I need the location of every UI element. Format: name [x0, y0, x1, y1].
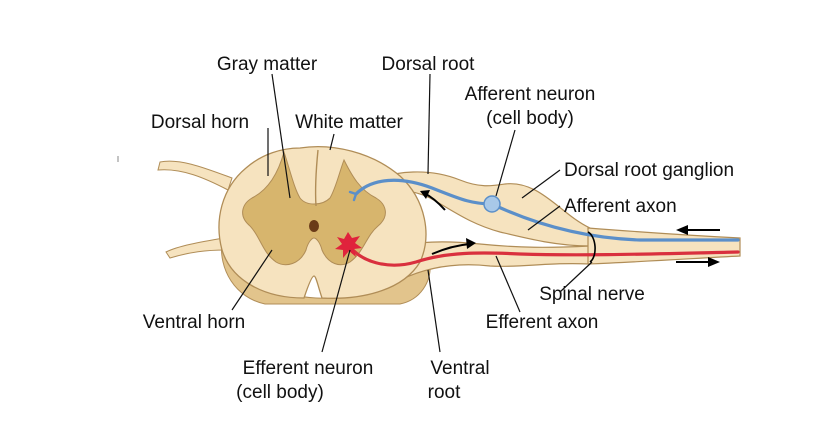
- label-efferent-neuron-line1: Efferent neuron: [243, 358, 374, 379]
- leader-dorsal-root: [427, 73, 431, 175]
- label-dorsal-root: Dorsal root: [382, 54, 476, 75]
- label-afferent-neuron-line1: Afferent neuron: [465, 84, 596, 105]
- label-spinal-nerve: Spinal nerve: [539, 284, 645, 305]
- label-afferent-neuron-line2: (cell body): [486, 108, 574, 129]
- label-ventral-root-line2: root: [428, 382, 461, 403]
- afferent-axon-path: [354, 178, 740, 242]
- leader-white-matter: [329, 133, 335, 151]
- leader-gray-matter: [271, 73, 291, 199]
- label-dorsal-root-ganglion: Dorsal root ganglion: [564, 160, 734, 181]
- label-ventral-root-line1: Ventral: [430, 358, 489, 379]
- left-dorsal-root-stub: [157, 160, 233, 191]
- spinal-nerve-bracket: [587, 231, 596, 263]
- label-gray-matter: Gray matter: [217, 54, 318, 75]
- leader-dorsal-root-ganglion: [521, 169, 561, 199]
- afferent-cell-body-icon: [483, 195, 501, 213]
- label-ventral-horn: Ventral horn: [143, 312, 245, 333]
- outgoing-signal-arrowhead: [708, 257, 720, 267]
- central-canal: [309, 220, 319, 232]
- label-efferent-axon: Efferent axon: [486, 312, 599, 333]
- leader-ventral-horn: [231, 249, 273, 311]
- leader-efferent-neuron: [321, 249, 351, 353]
- spinal-nerve-tissue: [587, 227, 741, 265]
- incoming-signal-arrowhead: [676, 225, 688, 235]
- label-dorsal-horn: Dorsal horn: [151, 112, 249, 133]
- leader-efferent-axon: [495, 255, 521, 313]
- left-ventral-root-stub: [165, 237, 227, 259]
- leader-afferent-neuron: [495, 129, 516, 197]
- label-afferent-axon: Afferent axon: [564, 196, 677, 217]
- efferent-cell-body-icon: [335, 232, 362, 258]
- efferent-axon-path: [346, 242, 740, 267]
- dorsal-median-sulcus: [314, 149, 319, 207]
- afferent-terminal-branch: [348, 190, 358, 202]
- label-efferent-neuron-line2: (cell body): [236, 382, 324, 403]
- leader-afferent-axon: [527, 205, 561, 231]
- leader-ventral-root: [427, 269, 441, 353]
- leader-spinal-nerve: [559, 261, 593, 293]
- afferent-direction-arrowhead: [420, 190, 430, 199]
- label-white-matter: White matter: [295, 112, 403, 133]
- efferent-direction-arrowhead: [466, 238, 476, 249]
